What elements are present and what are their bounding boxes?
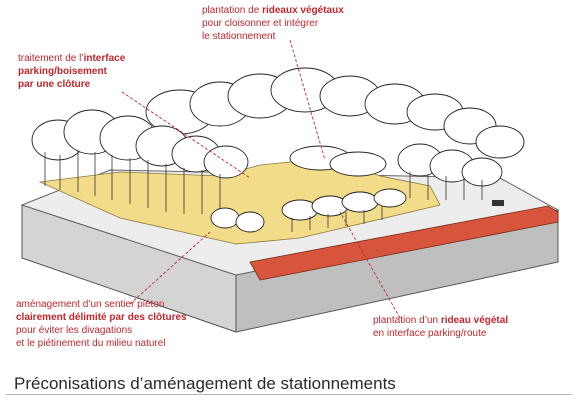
annotation-text: plantation de bbox=[202, 5, 263, 16]
annotation-curtain-plantings: plantation de rideaux végétaux pour cloi… bbox=[202, 4, 402, 43]
annotation-emphasis: rideaux végétaux bbox=[262, 5, 344, 16]
car bbox=[492, 200, 504, 206]
forest-left-trunks bbox=[44, 150, 221, 214]
hedge-central bbox=[289, 145, 387, 177]
annotation-road-curtain: plantation d’un rideau végétal en interf… bbox=[373, 314, 573, 340]
foreground-trees bbox=[210, 207, 265, 233]
annotation-text: traitement de l’ bbox=[18, 53, 84, 64]
annotation-text: plantation d’un bbox=[373, 315, 441, 326]
annotation-emphasis: clairement délimité par des clôtures bbox=[16, 312, 187, 323]
annotation-text: et le piétinement du milieu naturel bbox=[16, 338, 166, 349]
annotation-emphasis: parking/boisement bbox=[18, 66, 107, 77]
leader-lines bbox=[121, 39, 401, 319]
annotation-emphasis: interface bbox=[83, 53, 126, 64]
annotation-fence-interface: traitement de l’interface parking/boisem… bbox=[18, 52, 228, 91]
annotation-text: aménagement d’un sentier piéton bbox=[16, 299, 165, 310]
annotation-text: le stationnement bbox=[202, 31, 276, 42]
annotation-text: en interface parking/route bbox=[373, 328, 487, 339]
caption-rule bbox=[6, 394, 572, 395]
parking-area bbox=[38, 157, 441, 245]
hedge-front bbox=[281, 188, 407, 221]
annotation-text: pour cloisonner et intégrer bbox=[202, 18, 319, 29]
forest-right-trunks bbox=[409, 172, 483, 200]
figure-caption: Préconisations d’aménagement de stationn… bbox=[14, 374, 396, 393]
annotation-emphasis: rideau végétal bbox=[440, 315, 509, 326]
annotation-emphasis: par une clôture bbox=[18, 79, 91, 90]
annotation-text: pour éviter les divagations bbox=[16, 325, 133, 336]
hedge-front-trunks bbox=[291, 206, 383, 232]
forest-left bbox=[31, 109, 249, 179]
forest-right bbox=[397, 143, 503, 187]
annotation-footpath: aménagement d’un sentier piéton claireme… bbox=[16, 298, 286, 350]
road bbox=[249, 205, 559, 281]
forest-back bbox=[145, 67, 525, 159]
